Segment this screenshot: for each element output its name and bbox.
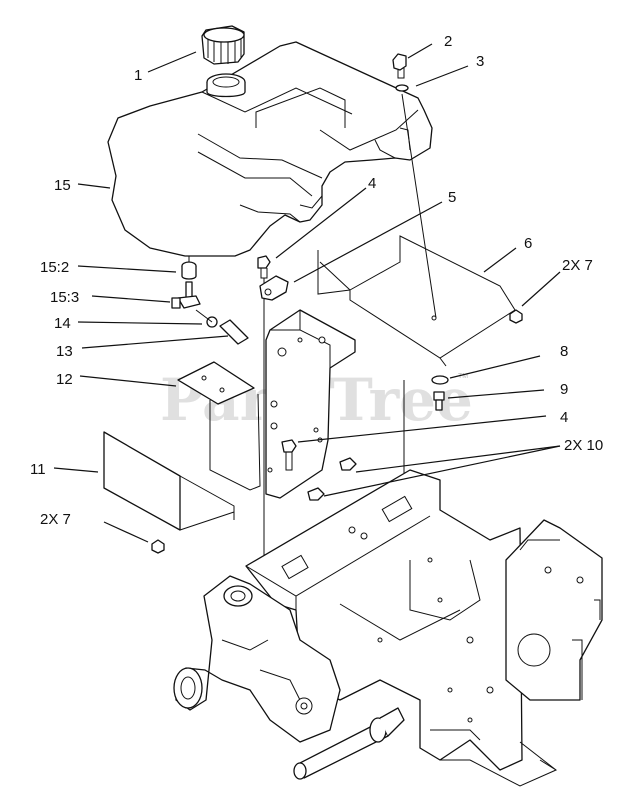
- axle-shaft: [293, 707, 405, 780]
- callout-2x10: 2X 10: [564, 437, 603, 454]
- transaxle-housing: [173, 575, 341, 743]
- callout-2x7-left: 2X 7: [40, 511, 71, 528]
- washer-3: [395, 84, 409, 92]
- nut-7-right: [509, 309, 523, 324]
- callout-15-2: 15:2: [40, 259, 69, 276]
- callout-13: 13: [56, 343, 73, 360]
- fuel-cap: [201, 25, 245, 65]
- bolt-4-upper: [257, 255, 271, 300]
- callout-12: 12: [56, 371, 73, 388]
- clamp-14: [195, 309, 218, 328]
- bolt-4-lower: [281, 439, 297, 471]
- frame-side-plate: [505, 519, 603, 701]
- callout-labels: 1 2 3 15 4 5 6 2X 7 15:2 15:3 14 13 12 8…: [30, 33, 603, 528]
- leader-lines: [53, 43, 561, 543]
- callout-4-lower: 4: [560, 409, 568, 426]
- bolt-9: [433, 391, 445, 411]
- bolt-2-axis: [401, 93, 437, 319]
- bolt-10-upper: [339, 457, 357, 471]
- callout-1: 1: [134, 67, 142, 84]
- clamp-5: [259, 275, 289, 301]
- frame-bottom-plate: [440, 741, 558, 787]
- tank-support-plate-6: [317, 235, 516, 367]
- heat-shield-12: [177, 361, 261, 491]
- callout-4-upper: 4: [368, 175, 376, 192]
- callout-9: 9: [560, 381, 568, 398]
- nut-7-left: [151, 539, 165, 554]
- callout-2: 2: [444, 33, 452, 50]
- shutoff-valve-15-3: [171, 281, 201, 309]
- callout-8: 8: [560, 343, 568, 360]
- callout-3: 3: [476, 53, 484, 70]
- grommet-15-2: [181, 261, 197, 280]
- callout-2x7-right: 2X 7: [562, 257, 593, 274]
- washer-8: [431, 375, 449, 385]
- callout-15-3: 15:3: [50, 289, 79, 306]
- tank-neck: [206, 73, 246, 98]
- bolt-10-lower: [307, 487, 325, 501]
- callout-15: 15: [54, 177, 71, 194]
- callout-14: 14: [54, 315, 71, 332]
- panel-11: [103, 431, 235, 531]
- callout-11: 11: [30, 461, 46, 478]
- fuel-filter-13: [219, 319, 249, 345]
- watermark-trademark: TM: [458, 373, 468, 380]
- callout-5: 5: [448, 189, 456, 206]
- callout-6: 6: [524, 235, 532, 252]
- fuel-tank: [107, 41, 433, 257]
- bolt-2: [392, 53, 407, 79]
